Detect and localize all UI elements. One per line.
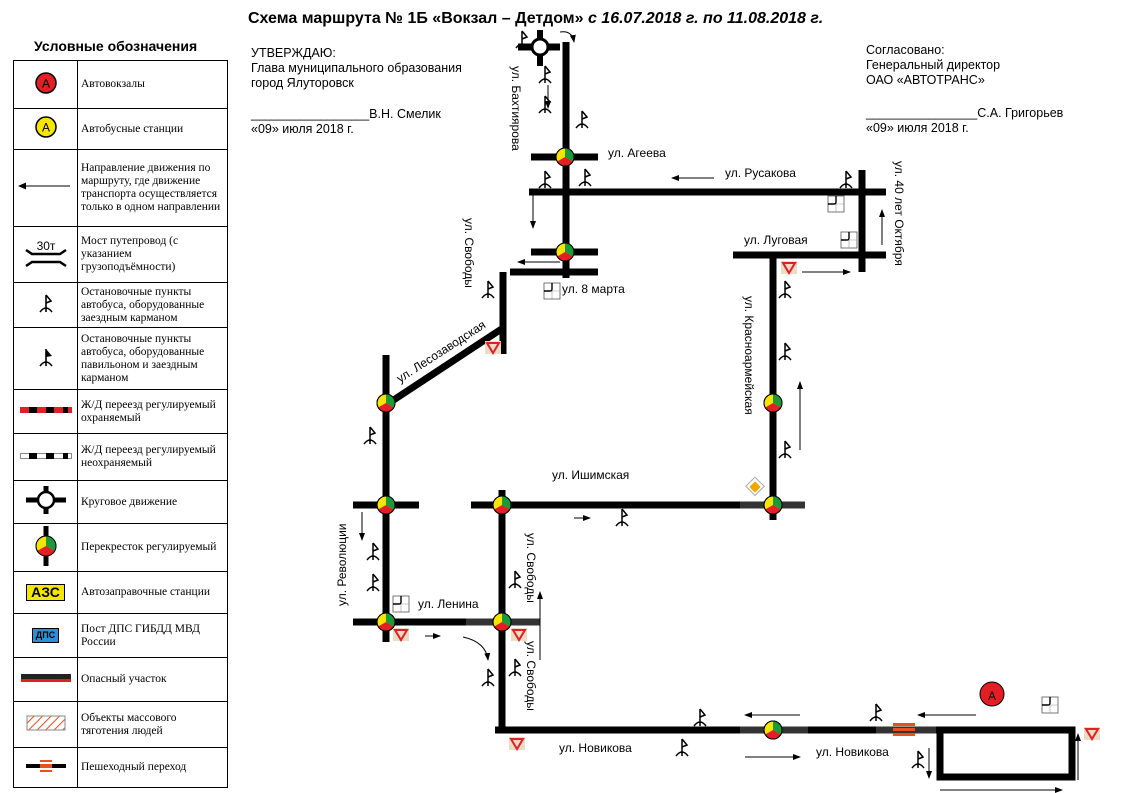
legend-label: Направление движения по маршруту, где дв… [77,149,228,227]
legend-row: Пешеходный переход [13,747,228,788]
bus-stops [363,30,925,769]
svg-text:30т: 30т [36,239,55,253]
bus-station-icon: А [34,116,57,138]
direction-arrows [359,31,1081,793]
street-label: ул. 8 марта [562,282,625,296]
traffic-lights [376,147,783,740]
approval-block: УТВЕРЖДАЮ: Глава муниципального образова… [251,46,462,137]
approval-city: город Ялуторовск [251,76,354,90]
lane-grids [392,195,1059,714]
bus-terminal-icon: А [34,71,57,94]
pedestrian-crossing-icon [25,759,66,772]
legend-label: Автобусные станции [77,108,228,150]
legend-row: Остановочные пункты автобуса, оборудован… [13,327,228,390]
approval-heading: УТВЕРЖДАЮ: [251,46,336,60]
page-title: Схема маршрута № 1Б «Вокзал – Детдом» с … [248,10,824,27]
bus-stop-pocket-icon [38,294,53,313]
roads [353,42,1076,781]
legend-row: Остановочные пункты автобуса, оборудован… [13,282,228,328]
legend-label: Пост ДПС ГИБДД МВД России [77,613,228,658]
street-label: ул. Ишимская [552,468,629,482]
legend-label: Автозаправочные станции [77,571,228,614]
approval-signature: _________________В.Н. Смелик [251,107,441,121]
legend-label: Мост путепровод (с указанием грузоподъём… [77,226,228,283]
agreed-signature: ________________С.А. Григорьев [866,106,1064,120]
legend-row: А Автобусные станции [13,108,228,150]
roundabout-icon [25,486,66,514]
roundabout [530,30,550,66]
svg-text:А: А [41,76,49,90]
street-labels: ул. Бахтиярова ул. Агеева ул. Русакова у… [335,66,906,759]
approval-position: Глава муниципального образования [251,61,462,75]
street-label: ул. Свободы [462,218,476,288]
street-label: ул. Русакова [725,166,796,180]
agreed-org: ОАО «АВТОТРАНС» [866,73,985,87]
legend-label: Перекресток регулируемый [77,523,228,572]
street-label: ул. Бахтиярова [509,66,523,151]
street-label: ул. Луговая [744,233,808,247]
svg-text:А: А [988,689,996,703]
legend-label: Остановочные пункты автобуса, оборудован… [77,282,228,328]
traffic-light-icon [35,525,56,566]
danger-zone-icon [20,674,71,682]
gas-station-icon: АЗС [26,584,65,601]
mass-gathering-icon [26,715,65,730]
agreed-heading: Согласовано: [866,43,945,57]
bus-terminal-marker: А [979,681,1005,707]
street-label: ул. Новикова [559,741,632,755]
agreed-position: Генеральный директор [866,58,1001,72]
legend-title: Условные обозначения [34,38,198,54]
bridge-icon: 30т [24,239,67,267]
legend-row: Перекресток регулируемый [13,523,228,572]
street-label: ул. Свободы [524,641,538,711]
one-way-arrow-icon [17,182,70,190]
agreed-block: Согласовано: Генеральный директор ОАО «А… [866,43,1063,136]
legend-row: ДПС Пост ДПС ГИБДД МВД России [13,613,228,658]
svg-text:А: А [41,121,49,135]
agreed-date: «09» июля 2018 г. [866,121,969,135]
rail-crossing-guarded-icon [19,407,72,413]
legend-row: АЗС Автозаправочные станции [13,571,228,614]
bus-stop-pavilion-icon [38,348,53,367]
rail-crossing-unguarded-icon [19,452,72,459]
street-label: ул. Агеева [608,146,666,160]
street-label: ул. Новикова [816,745,889,759]
legend-label: Пешеходный переход [77,747,228,788]
legend-row: Опасный участок [13,657,228,702]
street-label: ул. 40 лет Октября [892,161,906,266]
street-label: ул. Лесозаводская [394,318,488,386]
legend-label: Опасный участок [77,657,228,702]
police-post-icon: ДПС [31,628,60,643]
pedestrian-crossing [893,723,915,736]
legend-label: Остановочные пункты автобуса, оборудован… [77,327,228,390]
street-label: ул. Красноармейская [742,296,756,415]
legend-row: Круговое движение [13,480,228,524]
priority-sign [745,476,765,497]
legend-row: Направление движения по маршруту, где дв… [13,149,228,227]
approval-date: «09» июля 2018 г. [251,122,354,136]
street-label: ул. Свободы [524,533,538,603]
street-label: ул. Революции [335,524,349,607]
street-label: ул. Ленина [418,597,479,611]
